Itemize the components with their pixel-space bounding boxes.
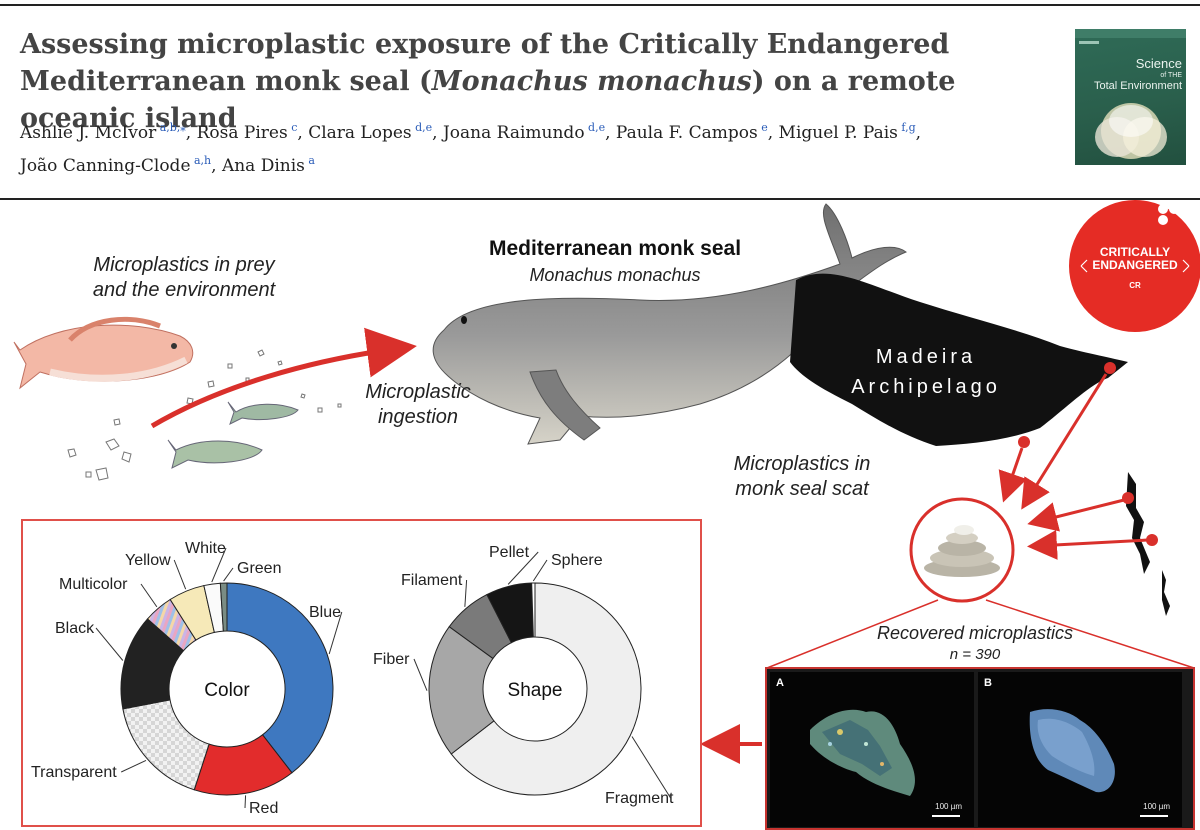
author-affiliation[interactable]: f,g xyxy=(897,121,916,134)
author-list: Ashlie J. McIvor a,b,⁎, Rosa Pires c, Cl… xyxy=(20,121,922,176)
ingestion-label: Microplastic ingestion xyxy=(365,381,471,428)
pie-leader-fiber xyxy=(413,658,428,691)
pie-label-fiber: Fiber xyxy=(373,651,410,668)
pie-label-filament: Filament xyxy=(401,572,463,589)
pie-leader-white xyxy=(211,547,227,583)
top-rule xyxy=(0,4,1200,6)
author-name[interactable]: João Canning-Clode a,h xyxy=(20,154,212,176)
pie-slice-fragment xyxy=(450,582,642,796)
microplastic-photos: A 100 µm B 100 µm xyxy=(765,667,1195,830)
seal-common-name: Mediterranean monk seal xyxy=(488,237,742,260)
pie-label-pellet: Pellet xyxy=(489,544,530,561)
madeira-label: Madeira Archipelago xyxy=(851,346,1001,398)
photo-a[interactable]: A 100 µm xyxy=(770,672,974,827)
fragment-b-image xyxy=(1029,709,1115,793)
pie-label-transparent: Transparent xyxy=(31,764,117,781)
prey-label: Microplastics in prey and the environmen… xyxy=(92,254,276,301)
sampling-site-markers xyxy=(1018,362,1158,546)
author-name[interactable]: Joana Raimundo d,e xyxy=(442,121,606,143)
scat-label: Microplastics in monk seal scat xyxy=(733,453,871,500)
pie-leader-pellet xyxy=(507,551,539,585)
pie-leader-black xyxy=(95,627,124,661)
pie-label-green: Green xyxy=(237,560,281,577)
desertas-silhouette xyxy=(1126,472,1150,574)
pie-slice-sphere xyxy=(531,582,536,638)
zoom-lines xyxy=(766,599,1195,669)
red-snapper-illustration xyxy=(13,316,194,390)
author-affiliation[interactable]: a,h xyxy=(190,154,212,167)
author-affiliation[interactable]: d,e xyxy=(411,121,433,134)
scalebar-b-label: 100 µm xyxy=(1143,802,1170,811)
pie-leader-sphere xyxy=(532,559,548,582)
iucn-code: CR xyxy=(1129,281,1141,290)
author-name[interactable]: Ana Dinis a xyxy=(221,154,315,176)
author-affiliation[interactable]: c xyxy=(287,121,298,134)
seal-scientific-name: Monachus monachus xyxy=(529,265,701,285)
section-divider xyxy=(0,198,1200,200)
pie-label-yellow: Yellow xyxy=(125,552,171,569)
pie-slice-transparent xyxy=(122,699,210,791)
scalebar-a xyxy=(932,815,960,817)
scalebar-b xyxy=(1140,815,1168,817)
pie-leader-filament xyxy=(464,579,468,607)
pie-leader-blue xyxy=(328,611,343,655)
photo-b[interactable]: B 100 µm xyxy=(978,672,1182,827)
microplastic-particles xyxy=(67,349,342,481)
pie-label-multicolor: Multicolor xyxy=(59,576,128,593)
pie-leader-yellow xyxy=(173,559,187,590)
islet-silhouette xyxy=(1162,570,1170,616)
pie-slice-green xyxy=(219,582,228,632)
pie-label-red: Red xyxy=(249,800,278,817)
pie-center-label: Shape xyxy=(508,680,563,701)
pie-label-sphere: Sphere xyxy=(551,552,603,569)
journal-cover[interactable]: Science of THE Total Environment xyxy=(1075,29,1186,165)
pie-slice-blue xyxy=(226,582,334,774)
paper-title: Assessing microplastic exposure of the C… xyxy=(20,29,956,134)
sample-size: n = 390 xyxy=(949,646,1001,663)
pie-leader-multicolor xyxy=(140,583,158,608)
monk-seal-illustration xyxy=(432,203,907,445)
scat-illustration xyxy=(924,525,1000,577)
author-name[interactable]: Miguel P. Pais f,g xyxy=(778,121,916,143)
journal-name: Science of THE Total Environment xyxy=(1093,56,1182,93)
photo-a-letter: A xyxy=(776,677,784,689)
pie-label-black: Black xyxy=(55,620,95,637)
pie-leader-fragment xyxy=(631,736,672,799)
author-affiliation[interactable]: a,b,⁎ xyxy=(156,121,186,134)
author-affiliation[interactable]: e xyxy=(757,121,768,134)
photo-b-letter: B xyxy=(984,677,992,689)
author-name[interactable]: Rosa Pires c xyxy=(196,121,298,143)
pie-center-label: Color xyxy=(204,680,250,701)
pie-label-blue: Blue xyxy=(309,604,341,621)
author-name[interactable]: Clara Lopes d,e xyxy=(308,121,433,143)
madeira-silhouette xyxy=(790,273,1128,446)
sampling-arrows xyxy=(998,373,1149,560)
pie-leader-green xyxy=(223,567,234,582)
iucn-badge xyxy=(1069,200,1200,332)
ingestion-arrow xyxy=(150,327,417,429)
graphical-abstract-art xyxy=(13,203,1195,764)
pie-label-white: White xyxy=(185,540,226,557)
author-name[interactable]: Ashlie J. McIvor a,b,⁎ xyxy=(20,121,186,143)
journal-cover-art xyxy=(1075,29,1186,159)
author-affiliation[interactable]: a xyxy=(304,154,315,167)
species-name: Monachus monachus xyxy=(431,66,752,97)
author-name[interactable]: Paula F. Campos e xyxy=(615,121,768,143)
pie-label-fragment: Fragment xyxy=(605,790,674,807)
small-fish-illustration xyxy=(167,401,299,469)
scalebar-a-label: 100 µm xyxy=(935,802,962,811)
pie-leader-transparent xyxy=(120,759,147,773)
recovered-label: Recovered microplastics xyxy=(876,623,1074,643)
iucn-status: CRITICALLY ENDANGERED xyxy=(1092,245,1178,272)
pie-leader-red xyxy=(244,795,247,809)
fragment-a-image xyxy=(810,709,915,796)
author-affiliation[interactable]: d,e xyxy=(584,121,606,134)
